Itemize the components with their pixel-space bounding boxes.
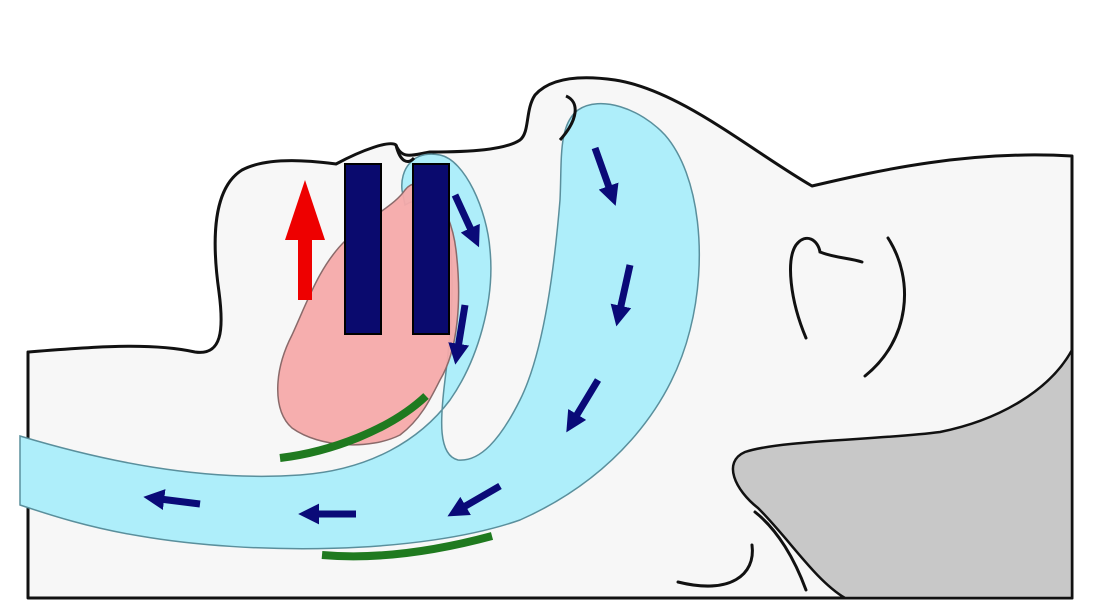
lips-outline	[394, 144, 416, 163]
nostril-curve	[558, 94, 577, 142]
ear-inner	[863, 236, 906, 378]
lower-tooth-bar	[412, 163, 450, 335]
arrow-icon	[566, 378, 601, 433]
support-band-upper	[279, 393, 429, 462]
arrow-icon	[610, 264, 634, 327]
upper-tooth-bar	[344, 163, 382, 335]
pillow	[731, 349, 1074, 600]
arrow-icon	[447, 482, 502, 517]
airway-passage	[19, 102, 701, 550]
support-band-lower	[321, 532, 494, 561]
arrow-icon	[451, 193, 480, 248]
arrow-icon	[143, 489, 201, 510]
chin-curve	[676, 543, 754, 588]
up-arrow-icon	[285, 180, 325, 300]
ear-outer	[789, 236, 864, 340]
airflow-arrows	[143, 146, 634, 525]
arrow-icon	[448, 304, 470, 365]
arrow-icon	[591, 146, 619, 206]
neck-curve	[753, 510, 808, 592]
